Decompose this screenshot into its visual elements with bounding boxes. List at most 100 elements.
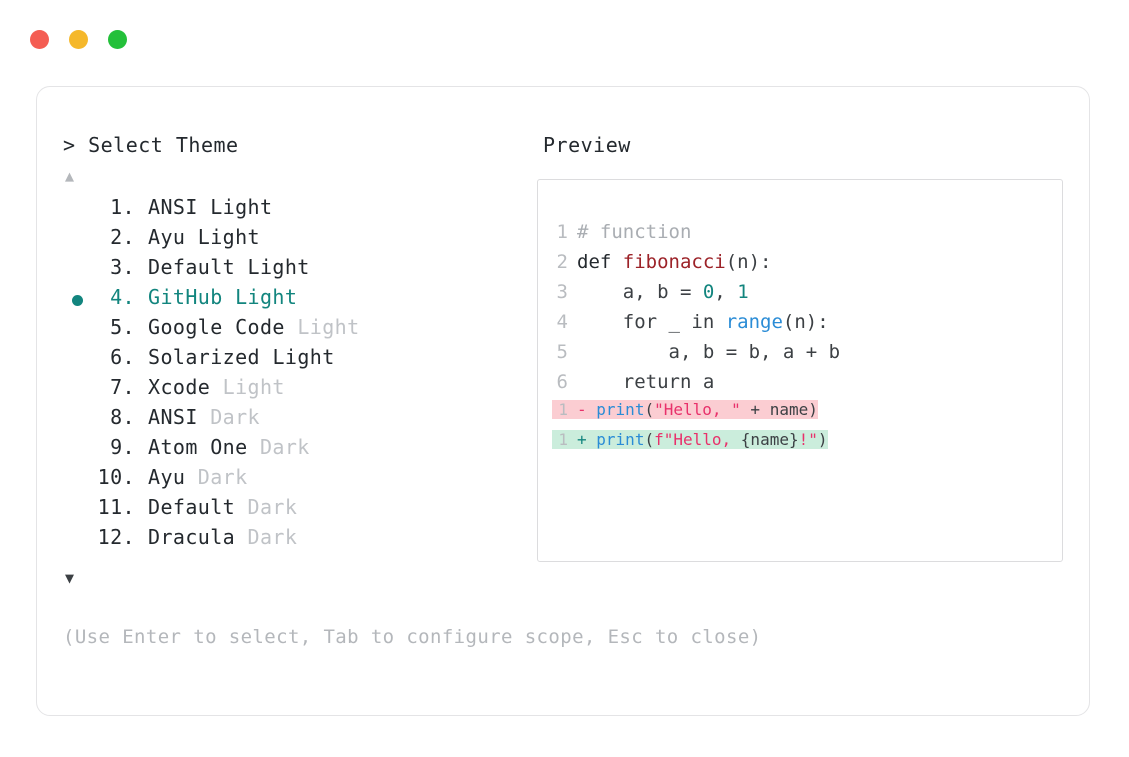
prompt-title-row: > Select Theme <box>63 133 533 157</box>
theme-item-name: Default <box>148 495 236 519</box>
theme-item-index: 4. <box>110 285 135 309</box>
code-line-number: 3 <box>556 281 568 303</box>
diff-line-number: 1 <box>558 400 568 419</box>
theme-item-index: 1. <box>110 195 135 219</box>
scroll-down-icon[interactable]: ▼ <box>65 569 75 587</box>
theme-item-name: Solarized <box>148 345 260 369</box>
code-line: 3 a, b = 0, 1 <box>552 277 840 307</box>
theme-item-variant: Light <box>235 285 298 309</box>
theme-item-index: 12. <box>97 525 135 549</box>
theme-item-index: 6. <box>110 345 135 369</box>
code-line: 5 a, b = b, a + b <box>552 337 841 367</box>
code-token-fn: fibonacci <box>622 251 726 273</box>
theme-item-variant: Light <box>247 255 310 279</box>
code-token-plain: + name) <box>740 400 818 419</box>
theme-list-item[interactable]: 9.Atom One Dark <box>63 435 533 465</box>
preview-label: Preview <box>543 133 631 157</box>
theme-item-index: 11. <box>97 495 135 519</box>
theme-item-index: 10. <box>97 465 135 489</box>
theme-list-item[interactable]: 7.Xcode Light <box>63 375 533 405</box>
code-diff: 1- print("Hello, " + name) 1+ print(f"Hel… <box>538 400 828 460</box>
theme-item-name: ANSI <box>148 405 198 429</box>
theme-item-name: Ayu <box>148 465 186 489</box>
code-token-plain: (n): <box>782 311 829 333</box>
code-token-plain: for _ in <box>577 311 726 333</box>
theme-item-variant: Dark <box>247 525 298 549</box>
close-button[interactable] <box>30 30 49 49</box>
diff-sign: - <box>577 400 587 419</box>
diff-line-addition: 1+ print(f"Hello, {name}!") <box>538 430 828 460</box>
theme-item-variant: Light <box>210 195 273 219</box>
theme-item-name: Google Code <box>148 315 285 339</box>
theme-list-item[interactable]: 4. GitHub Light <box>63 285 533 315</box>
theme-list-item[interactable]: 3.Default Light <box>63 255 533 285</box>
code-token-string: !" <box>798 430 818 449</box>
theme-list-item[interactable]: 1. ANSI Light <box>63 195 533 225</box>
code-token-plain: ( <box>644 400 655 419</box>
code-token-keyword: def <box>577 251 623 273</box>
theme-item-variant: Dark <box>210 405 260 429</box>
selected-bullet-slot <box>63 294 91 306</box>
theme-item-spacer2 <box>185 225 197 249</box>
theme-item-spacer2 <box>248 435 260 459</box>
theme-list-item[interactable]: 5.Google Code Light <box>63 315 533 345</box>
code-token-builtin: print <box>596 430 645 449</box>
theme-item-spacer2 <box>185 465 197 489</box>
theme-item-spacer2 <box>223 285 235 309</box>
theme-list-item[interactable]: 2. Ayu Light <box>63 225 533 255</box>
diff-line-deletion: 1- print("Hello, " + name) <box>538 400 828 430</box>
theme-item-name: Xcode <box>148 375 211 399</box>
theme-item-spacer2 <box>235 495 247 519</box>
theme-item-index: 2. <box>110 225 135 249</box>
scroll-up-icon[interactable]: ▲ <box>65 167 75 185</box>
code-line-number: 1 <box>556 221 568 243</box>
theme-item-spacer2 <box>210 375 222 399</box>
code-token-builtin: print <box>596 400 645 419</box>
theme-item-spacer2 <box>260 345 272 369</box>
theme-selector-card: > Select Theme ▲ 1. ANSI Light 2. Ayu Light… <box>36 86 1090 716</box>
code-line-number: 6 <box>556 371 568 393</box>
diff-sign-space <box>587 430 597 449</box>
theme-item-index: 9. <box>110 435 135 459</box>
code-token-plain: ( <box>644 430 655 449</box>
code-line: 4 for _ in range(n): <box>552 307 840 337</box>
theme-list-item[interactable]: 6. Solarized Light <box>63 345 533 375</box>
diff-highlight: 1+ print(f"Hello, {name}!") <box>552 430 828 449</box>
code-token-plain: a, b = <box>577 281 703 303</box>
minimize-button[interactable] <box>69 30 88 49</box>
theme-list-item[interactable]: 10.Ayu Dark <box>63 465 533 495</box>
code-token-number: 0 <box>702 281 715 303</box>
keyboard-hint: (Use Enter to select, Tab to configure s… <box>63 626 762 648</box>
diff-highlight: 1- print("Hello, " + name) <box>552 400 818 419</box>
code-line: 6 return a <box>552 367 840 397</box>
code-token-plain: {name} <box>740 430 799 449</box>
maximize-button[interactable] <box>108 30 127 49</box>
diff-sign-space <box>587 400 597 419</box>
theme-item-variant: Light <box>272 345 335 369</box>
code-token-plain: a, b = b, a + b <box>577 341 841 363</box>
theme-item-variant: Dark <box>247 495 298 519</box>
code-token-builtin: range <box>725 311 783 333</box>
code-token-number: 1 <box>737 281 749 303</box>
code-token-plain: (n): <box>725 251 772 273</box>
theme-item-name: Ayu <box>148 225 186 249</box>
theme-list-item[interactable]: 11. Default Dark <box>63 495 533 525</box>
theme-item-name: GitHub <box>148 285 223 309</box>
theme-item-name: Atom One <box>148 435 248 459</box>
theme-item-index: 5. <box>110 315 135 339</box>
theme-list-item[interactable]: 12.Dracula Dark <box>63 525 533 555</box>
theme-item-name: ANSI <box>148 195 198 219</box>
window-traffic-lights <box>30 30 127 49</box>
theme-item-spacer2 <box>235 525 247 549</box>
code-line-number: 2 <box>556 251 568 273</box>
code-token-plain: , <box>714 281 738 303</box>
code-line: 1# function <box>552 217 840 247</box>
theme-list-item[interactable]: 8.ANSI Dark <box>63 405 533 435</box>
theme-item-variant: Light <box>197 225 260 249</box>
theme-item-spacer2 <box>198 195 210 219</box>
theme-item-spacer2 <box>198 405 210 429</box>
